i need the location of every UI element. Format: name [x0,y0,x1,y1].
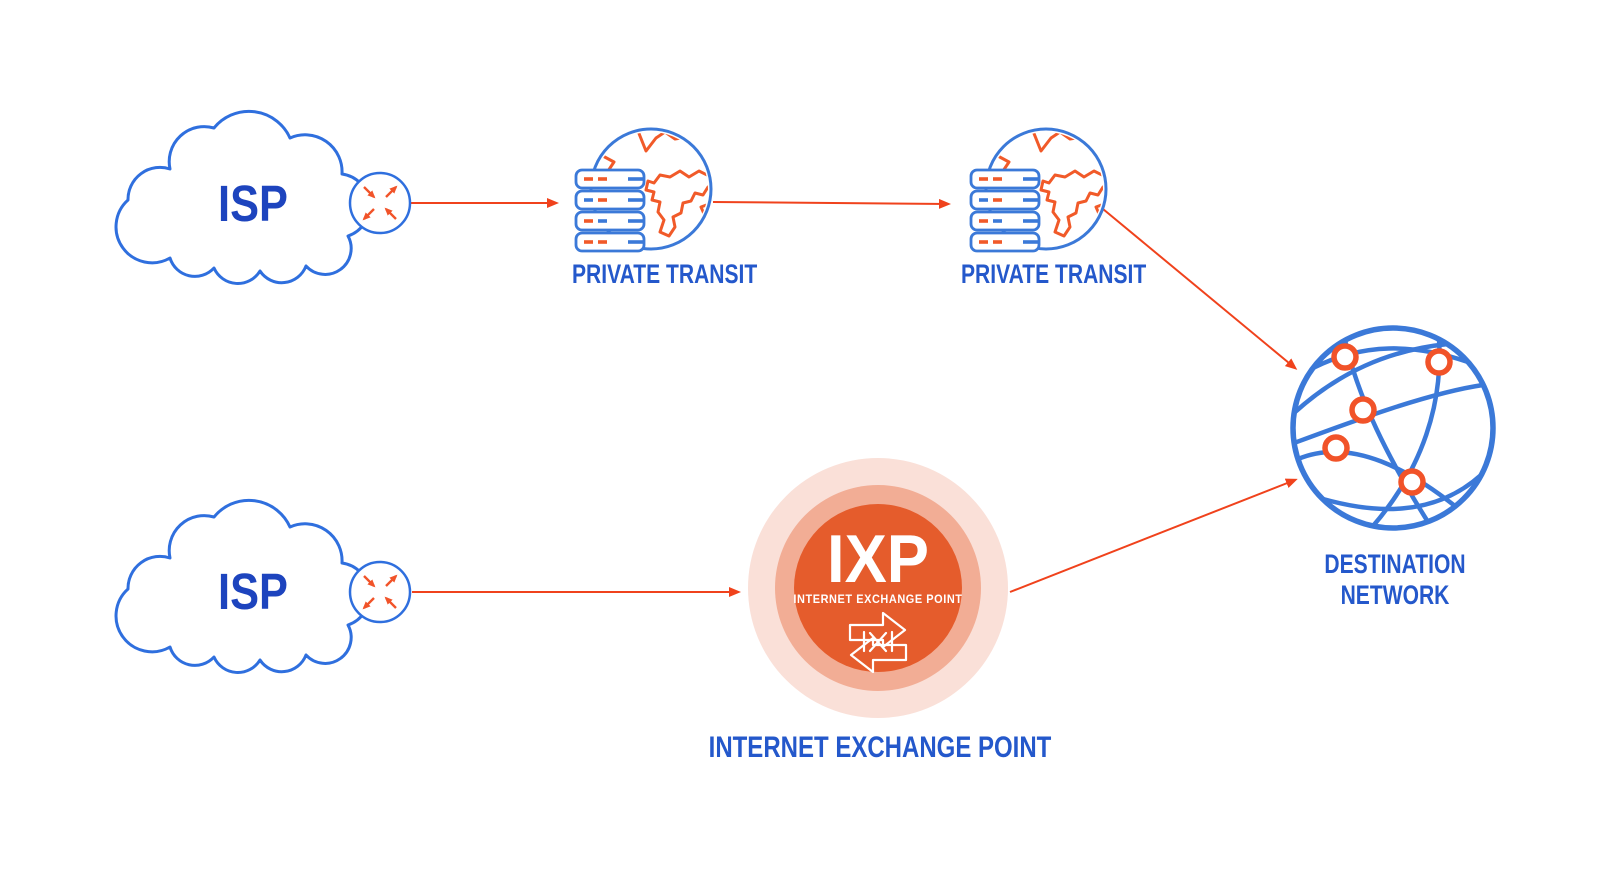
destination-network-label: DESTINATION NETWORK [1324,549,1466,610]
arrow-transit2-to-destination [1102,208,1298,370]
private-transit-1 [576,129,712,251]
isp-top-label: ISP [218,175,288,232]
private-transit-1-label: PRIVATE TRANSIT [572,259,758,289]
isp-bottom-label: ISP [218,563,288,620]
destination-network-node [1290,325,1496,531]
connector-arrows [411,198,1298,597]
arrow-transit1-to-transit2 [712,198,951,209]
ixp-acronym-text: IXP [827,521,929,597]
server-globe-icon [576,129,712,251]
arrow-ixp-to-destination [1009,478,1298,593]
network-globe-icon [1290,325,1496,531]
private-transit-2 [971,129,1107,251]
server-globe-icon [971,129,1107,251]
private-transit-2-label: PRIVATE TRANSIT [961,259,1147,289]
ixp-subtitle-text: INTERNET EXCHANGE POINT [793,594,963,606]
ix-exchange-arrows-icon [848,611,908,674]
ixp-caption-label: INTERNET EXCHANGE POINT [708,731,1052,764]
ixp-core-circle [794,504,962,672]
ixp-node [748,458,1008,718]
